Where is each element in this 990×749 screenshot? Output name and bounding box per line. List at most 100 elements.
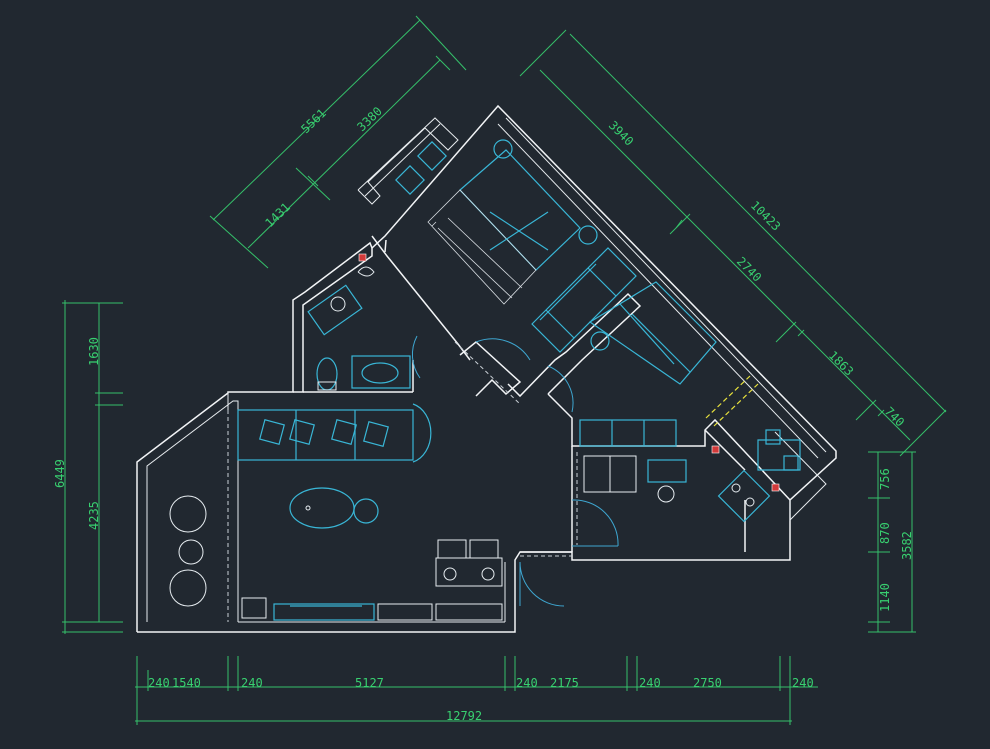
dim-line-topleft-total xyxy=(212,19,421,221)
dim-ticks-right xyxy=(868,451,916,633)
wall-outer-right-inner xyxy=(497,123,819,459)
wall-outer-right xyxy=(505,117,827,453)
dim-bottom-8: 2750 xyxy=(693,676,722,690)
doors xyxy=(411,335,619,607)
dim-bottom-total: 12792 xyxy=(446,709,482,723)
dim-left-1: 1630 xyxy=(87,337,101,366)
dim-right-total: 3582 xyxy=(900,531,914,560)
chair-icon xyxy=(469,539,499,559)
chair-icon xyxy=(395,165,425,195)
dining-bench xyxy=(237,409,414,461)
bed-2 xyxy=(588,281,717,385)
lamp-icon xyxy=(493,139,513,159)
chair-icon xyxy=(331,419,357,445)
dim-bottom-3: 240 xyxy=(241,676,263,690)
door-bed1 xyxy=(475,338,531,361)
dim-ticks-left xyxy=(62,302,123,633)
sink-icon xyxy=(361,362,399,384)
wardrobe xyxy=(531,247,637,353)
dim-bottom-7: 240 xyxy=(639,676,661,690)
door-bath xyxy=(411,335,421,379)
corridor-dash xyxy=(454,341,521,405)
wall-living-outer xyxy=(136,104,837,633)
dim-topleft-total: 5561 xyxy=(298,106,329,136)
stove-icon xyxy=(717,469,771,523)
dim-topleft-1: 1431 xyxy=(262,200,293,230)
table-marker xyxy=(305,505,311,511)
plant-icon xyxy=(357,266,375,277)
dim-bottom-9: 240 xyxy=(792,676,814,690)
dim-ticks-topright xyxy=(519,29,947,457)
cabinet xyxy=(435,603,503,621)
toilet-icon xyxy=(316,357,338,391)
dim-line-topright-total xyxy=(569,33,947,413)
dim-topright-3: 1863 xyxy=(826,348,856,378)
chair-icon xyxy=(417,141,447,171)
furniture xyxy=(169,139,801,621)
wall-bedroom1 xyxy=(371,235,471,361)
bed-1 xyxy=(427,149,581,305)
sink-icon xyxy=(647,459,687,483)
dim-bottom-2: 1540 xyxy=(172,676,201,690)
door-bed2 xyxy=(547,365,574,413)
dim-topright-1: 3940 xyxy=(606,118,636,148)
dining-bench-round-end xyxy=(412,403,432,463)
lamp-icon xyxy=(578,225,598,245)
burner xyxy=(481,567,495,581)
dim-topright-2: 2740 xyxy=(734,254,764,284)
side-table xyxy=(353,498,379,524)
dim-left-total: 6449 xyxy=(53,459,67,488)
shower-icon xyxy=(307,284,363,336)
cabinet xyxy=(377,603,433,621)
door-entry xyxy=(519,561,565,607)
wall-kitchen xyxy=(547,393,791,501)
dim-bottom-6: 2175 xyxy=(550,676,579,690)
utility-table xyxy=(757,429,801,471)
burner xyxy=(443,567,457,581)
yellow-line xyxy=(713,383,759,427)
kitchen-upper-cabinet xyxy=(579,419,677,447)
wall-seg xyxy=(704,429,746,471)
dim-left-2: 4235 xyxy=(87,501,101,530)
chair-icon xyxy=(289,419,315,445)
dimension-lines xyxy=(62,15,947,725)
walls xyxy=(136,104,837,633)
dimension-labels: 240 1540 240 5127 240 2175 240 2750 240 … xyxy=(53,104,914,723)
dim-right-2: 870 xyxy=(878,522,892,544)
dim-ticks-bottom xyxy=(136,656,791,725)
dim-bottom-5: 240 xyxy=(516,676,538,690)
marker-red xyxy=(771,483,780,492)
door-kitchen xyxy=(571,499,619,547)
wall-balcony-top2 xyxy=(364,123,441,197)
chair-icon xyxy=(259,419,285,445)
yellow-line xyxy=(705,375,751,419)
chair-icon xyxy=(363,421,389,447)
dim-line-topright xyxy=(539,69,911,441)
chair-icon xyxy=(437,539,467,559)
wall-corridor xyxy=(459,341,522,397)
wall-living-inner xyxy=(146,400,239,622)
dim-right-1: 756 xyxy=(878,468,892,490)
lounge-chair-icon xyxy=(169,495,207,533)
lounge-chair-icon xyxy=(169,569,207,607)
vanity xyxy=(351,355,411,389)
dim-bottom-1: 240 xyxy=(148,676,170,690)
lamp-icon xyxy=(590,331,610,351)
dim-line-topleft xyxy=(247,59,441,249)
dim-topright-4: 740 xyxy=(882,404,907,429)
marker-red xyxy=(711,445,720,454)
toilet-tank xyxy=(317,381,337,391)
wall-balcony-top xyxy=(357,117,459,205)
stove-icon xyxy=(435,557,503,587)
plant-icon xyxy=(241,597,267,619)
wall-bedroom2 xyxy=(507,292,642,398)
tv-console xyxy=(273,603,375,621)
wall-bath xyxy=(293,248,373,393)
dim-bottom-4: 5127 xyxy=(355,676,384,690)
coffee-table xyxy=(289,487,355,529)
dim-right-3: 1140 xyxy=(878,583,892,612)
dim-ticks-topleft xyxy=(209,15,467,269)
marker-red xyxy=(358,253,367,262)
